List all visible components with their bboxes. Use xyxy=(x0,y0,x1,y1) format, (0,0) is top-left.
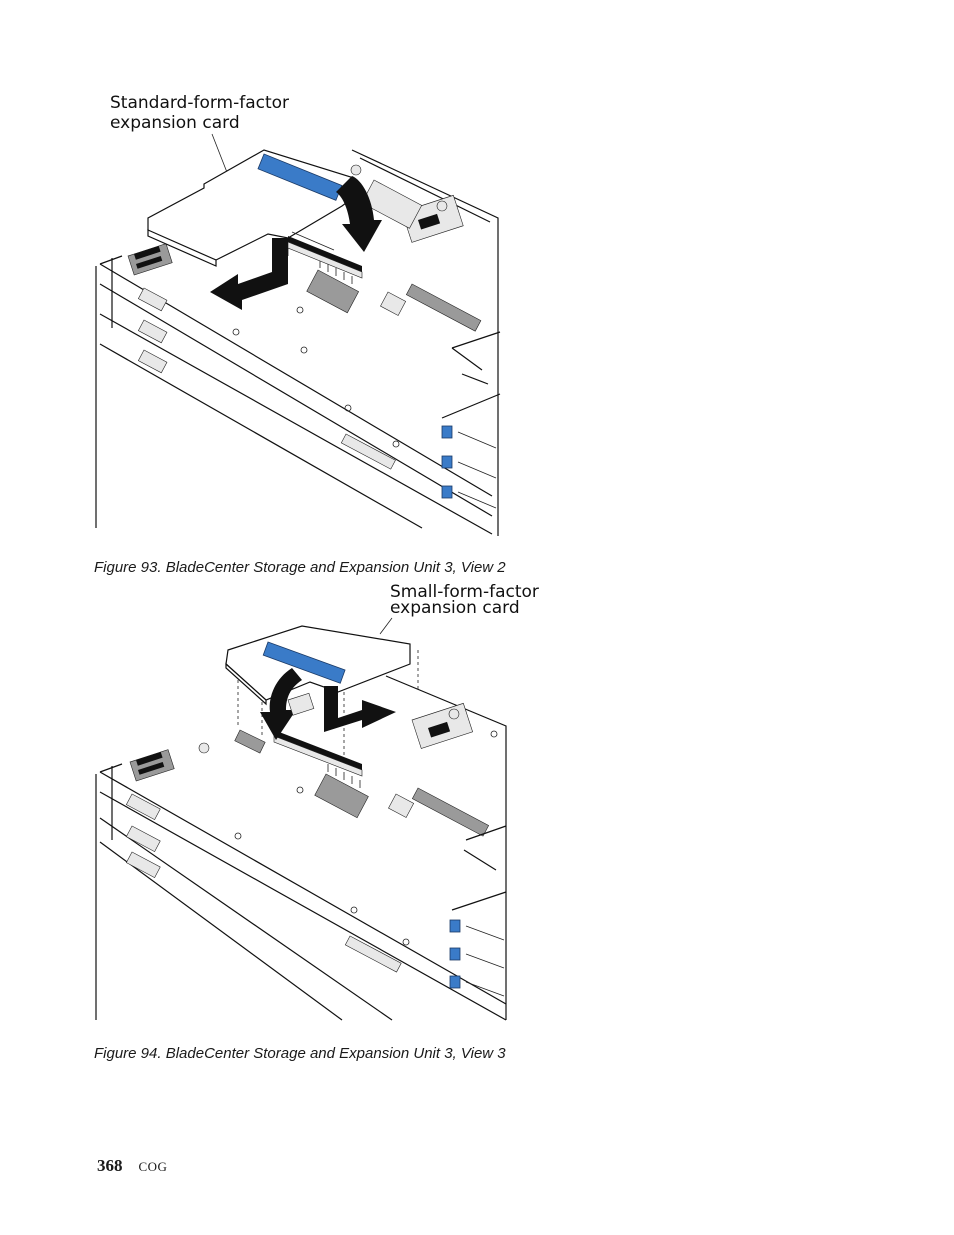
figure-93-caption: Figure 93. BladeCenter Storage and Expan… xyxy=(94,559,506,576)
figure-94-illustration: Small-form-factor expansion card xyxy=(92,580,562,1022)
page-number: 368 xyxy=(97,1156,123,1175)
arrow-right xyxy=(324,686,396,732)
chassis-rails xyxy=(95,675,507,1021)
figure-94-caption: Figure 94. BladeCenter Storage and Expan… xyxy=(94,1045,506,1062)
page-footer: 368 COG xyxy=(97,1156,167,1176)
motherboard-components xyxy=(234,702,507,946)
arrow-left xyxy=(210,238,288,310)
standard-expansion-card xyxy=(147,149,355,267)
callout-label-line-2: expansion card xyxy=(110,113,240,133)
expansion-connector xyxy=(234,729,363,777)
install-arrows xyxy=(260,668,396,740)
callout-label-line-1: Small-form-factor xyxy=(390,582,539,602)
front-panel-buttons xyxy=(449,919,505,997)
rail-slots xyxy=(137,287,396,470)
callout-label-line-2: expansion card xyxy=(390,598,520,618)
callout-label-line-1: Standard-form-factor xyxy=(110,93,289,113)
front-panel-buttons xyxy=(441,425,497,509)
card-label xyxy=(262,641,346,684)
document-code: COG xyxy=(138,1159,168,1174)
blade-assembly-illustration-view-2: Standard-form-factor expansion card xyxy=(95,93,501,536)
cable-connector xyxy=(127,243,173,276)
rail-slots xyxy=(125,793,402,973)
arrow-down xyxy=(260,668,302,740)
cable-connector xyxy=(129,742,210,782)
blade-assembly-illustration-view-3: Small-form-factor expansion card xyxy=(95,582,539,1021)
motherboard-components xyxy=(232,164,501,448)
callout-leader-line xyxy=(379,617,393,635)
expansion-connector xyxy=(287,236,363,279)
small-expansion-card xyxy=(225,625,411,706)
arrow-down xyxy=(336,176,382,252)
figure-93-illustration: Standard-form-factor expansion card xyxy=(92,88,504,536)
install-arrows xyxy=(210,176,382,310)
